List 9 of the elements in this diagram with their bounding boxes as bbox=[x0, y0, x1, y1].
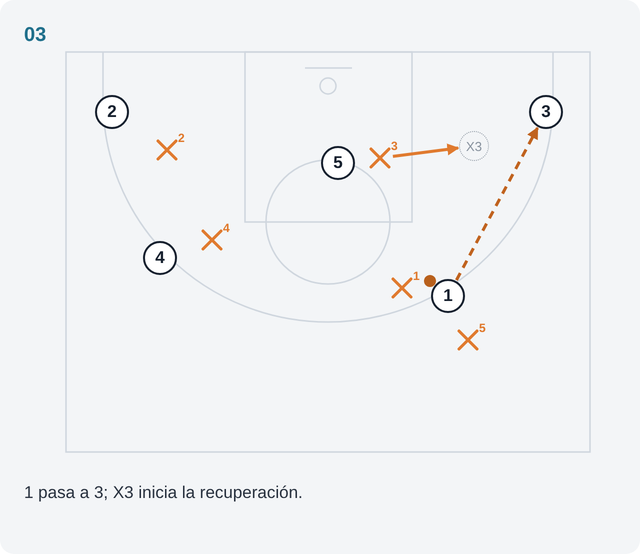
defender-number: 5 bbox=[479, 321, 486, 335]
defender-number: 1 bbox=[413, 269, 420, 283]
defender-number: 3 bbox=[391, 139, 398, 153]
defender-number: 2 bbox=[178, 131, 185, 145]
caption: 1 pasa a 3; X3 inicia la recuperación. bbox=[24, 483, 303, 503]
defender-number: 4 bbox=[223, 221, 230, 235]
pass-arrow bbox=[455, 126, 539, 281]
diagram-title: 03 bbox=[24, 24, 46, 47]
movement-arrow bbox=[392, 143, 460, 158]
